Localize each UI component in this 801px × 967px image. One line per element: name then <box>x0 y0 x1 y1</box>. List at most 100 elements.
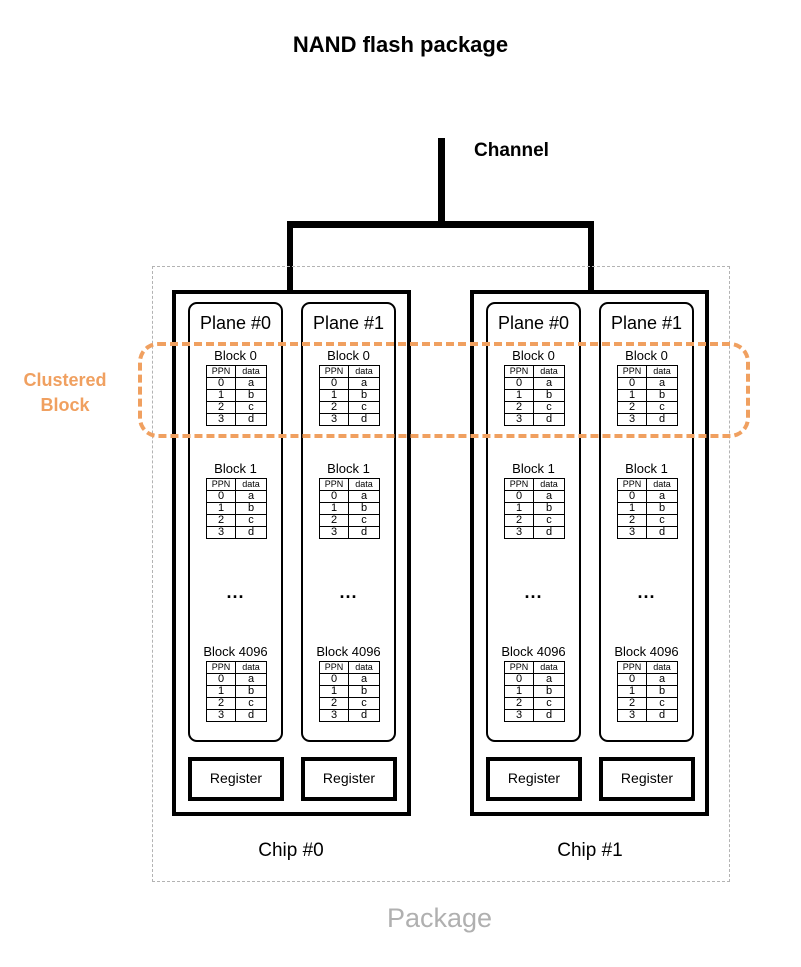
clustered-block-label-line2: Block <box>40 395 90 415</box>
data-cell: b <box>533 685 565 698</box>
ppn-cell: 1 <box>504 502 534 515</box>
ellipsis: ... <box>226 582 245 602</box>
data-cell: d <box>533 526 565 539</box>
ppn-cell: 2 <box>319 514 349 527</box>
ppn-cell: 3 <box>504 709 534 722</box>
data-cell: b <box>235 502 267 515</box>
ppn-cell: 2 <box>617 697 647 710</box>
ppn-header-cell: PPN <box>504 478 534 491</box>
ppn-cell: 3 <box>206 709 236 722</box>
plane-label: Plane #0 <box>497 313 570 333</box>
data-header-cell: data <box>235 478 267 491</box>
clustered-block-label: Clustered Block <box>10 368 120 418</box>
ppn-cell: 2 <box>617 514 647 527</box>
package-label: Package <box>387 903 493 933</box>
data-cell: d <box>348 526 380 539</box>
ellipsis: ... <box>637 582 656 602</box>
ppn-header-cell: PPN <box>206 478 236 491</box>
data-cell: c <box>348 514 380 527</box>
data-cell: b <box>646 502 678 515</box>
block-label: Block 0 <box>327 348 370 363</box>
ppn-cell: 3 <box>504 526 534 539</box>
block-label: Block 4096 <box>316 644 381 659</box>
data-cell: c <box>646 514 678 527</box>
data-header-cell: data <box>348 478 380 491</box>
ppn-cell: 0 <box>206 490 236 503</box>
ppn-cell: 3 <box>206 526 236 539</box>
data-cell: d <box>646 413 678 426</box>
ppn-cell: 1 <box>319 502 349 515</box>
register-0-1: Register <box>301 757 397 801</box>
ppn-cell: 1 <box>206 502 236 515</box>
data-cell: b <box>646 685 678 698</box>
clustered-block-outline <box>138 342 750 438</box>
data-cell: c <box>235 697 267 710</box>
data-cell: b <box>533 502 565 515</box>
ppn-header-cell: PPN <box>319 478 349 491</box>
ellipsis: ... <box>339 582 358 602</box>
ppn-cell: 3 <box>617 709 647 722</box>
data-cell: b <box>348 502 380 515</box>
ppn-cell: 1 <box>206 685 236 698</box>
ppn-cell: 0 <box>504 490 534 503</box>
ppn-cell: 1 <box>617 685 647 698</box>
block-label: Block 1 <box>327 461 370 476</box>
channel-bus-horizontal <box>287 221 594 228</box>
package-boundary <box>152 266 730 882</box>
data-cell: c <box>533 697 565 710</box>
data-header-cell: data <box>646 661 678 674</box>
ppn-cell: 3 <box>617 413 647 426</box>
block-label: Block 0 <box>214 348 257 363</box>
plane-label: Plane #1 <box>312 313 385 333</box>
block-label: Block 1 <box>512 461 555 476</box>
ppn-header-cell: PPN <box>617 478 647 491</box>
ppn-cell: 2 <box>319 697 349 710</box>
register-1-1: Register <box>599 757 695 801</box>
ppn-cell: 0 <box>319 490 349 503</box>
data-cell: c <box>533 514 565 527</box>
ppn-cell: 0 <box>206 673 236 686</box>
block-label: Block 1 <box>625 461 668 476</box>
channel-line <box>438 138 445 226</box>
ppn-cell: 3 <box>319 526 349 539</box>
